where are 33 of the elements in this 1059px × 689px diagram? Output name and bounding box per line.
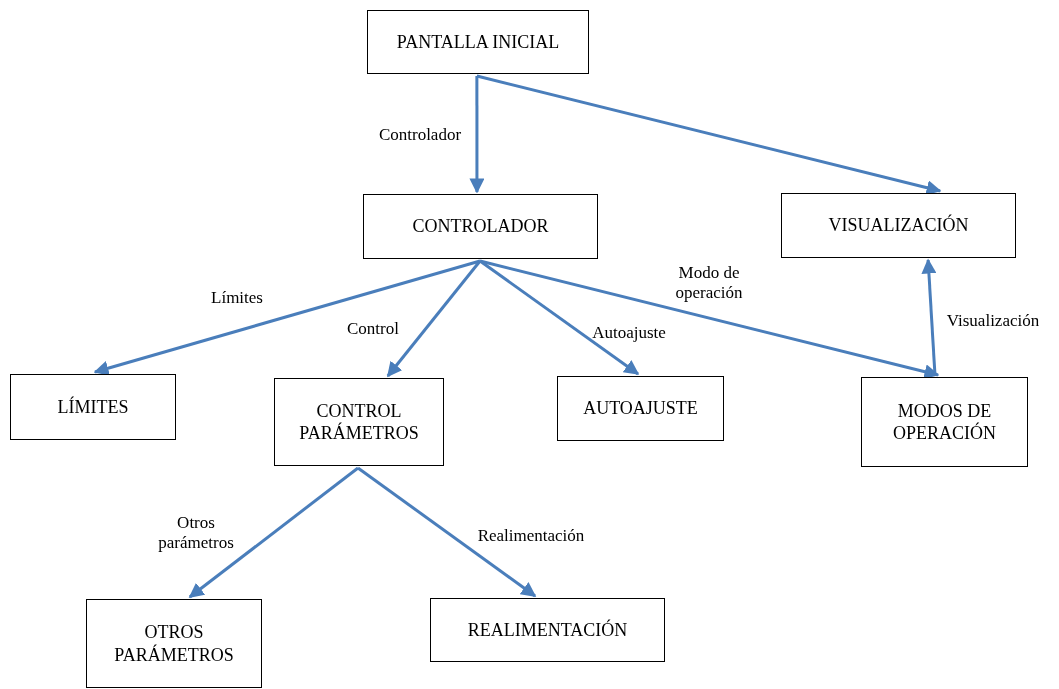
arrow: [386, 260, 482, 378]
process-box: [861, 377, 1028, 467]
process-box: [274, 378, 444, 466]
arrow: [469, 76, 485, 194]
arrow: [188, 466, 359, 599]
box-label: CONTROLADOR: [411, 215, 550, 238]
edge-label: Límites: [211, 287, 263, 309]
process-box: [86, 599, 262, 688]
edge-label: Controlador: [378, 124, 462, 146]
box-label: LÍMITES: [56, 395, 130, 419]
edge-label: Autoajuste: [592, 322, 666, 344]
edge-label: Realimentación: [477, 525, 585, 547]
process-box: [363, 194, 598, 259]
edge-label: Modo de operación: [674, 262, 744, 304]
process-box: [557, 376, 724, 441]
box-label: CONTROL PARÁMETROS: [298, 399, 420, 445]
box-label: MODOS DE OPERACIÓN: [892, 399, 997, 445]
process-box: [10, 374, 176, 440]
edge-label: Control: [347, 318, 399, 340]
edge-label: Visualización: [946, 310, 1040, 332]
arrow: [357, 466, 537, 598]
arrow: [93, 259, 481, 376]
box-label: REALIMENTACIÓN: [466, 618, 629, 642]
box-label: AUTOAJUSTE: [582, 397, 699, 420]
box-label: OTROS PARÁMETROS: [113, 621, 235, 666]
box-label: PANTALLA INICIAL: [395, 30, 561, 54]
process-box: [781, 193, 1016, 258]
process-box: [430, 598, 665, 662]
process-box: [367, 10, 589, 74]
edge-label: Otros parámetros: [157, 512, 235, 554]
arrow: [479, 259, 940, 379]
arrow: [921, 258, 937, 376]
box-label: VISUALIZACIÓN: [827, 214, 970, 237]
